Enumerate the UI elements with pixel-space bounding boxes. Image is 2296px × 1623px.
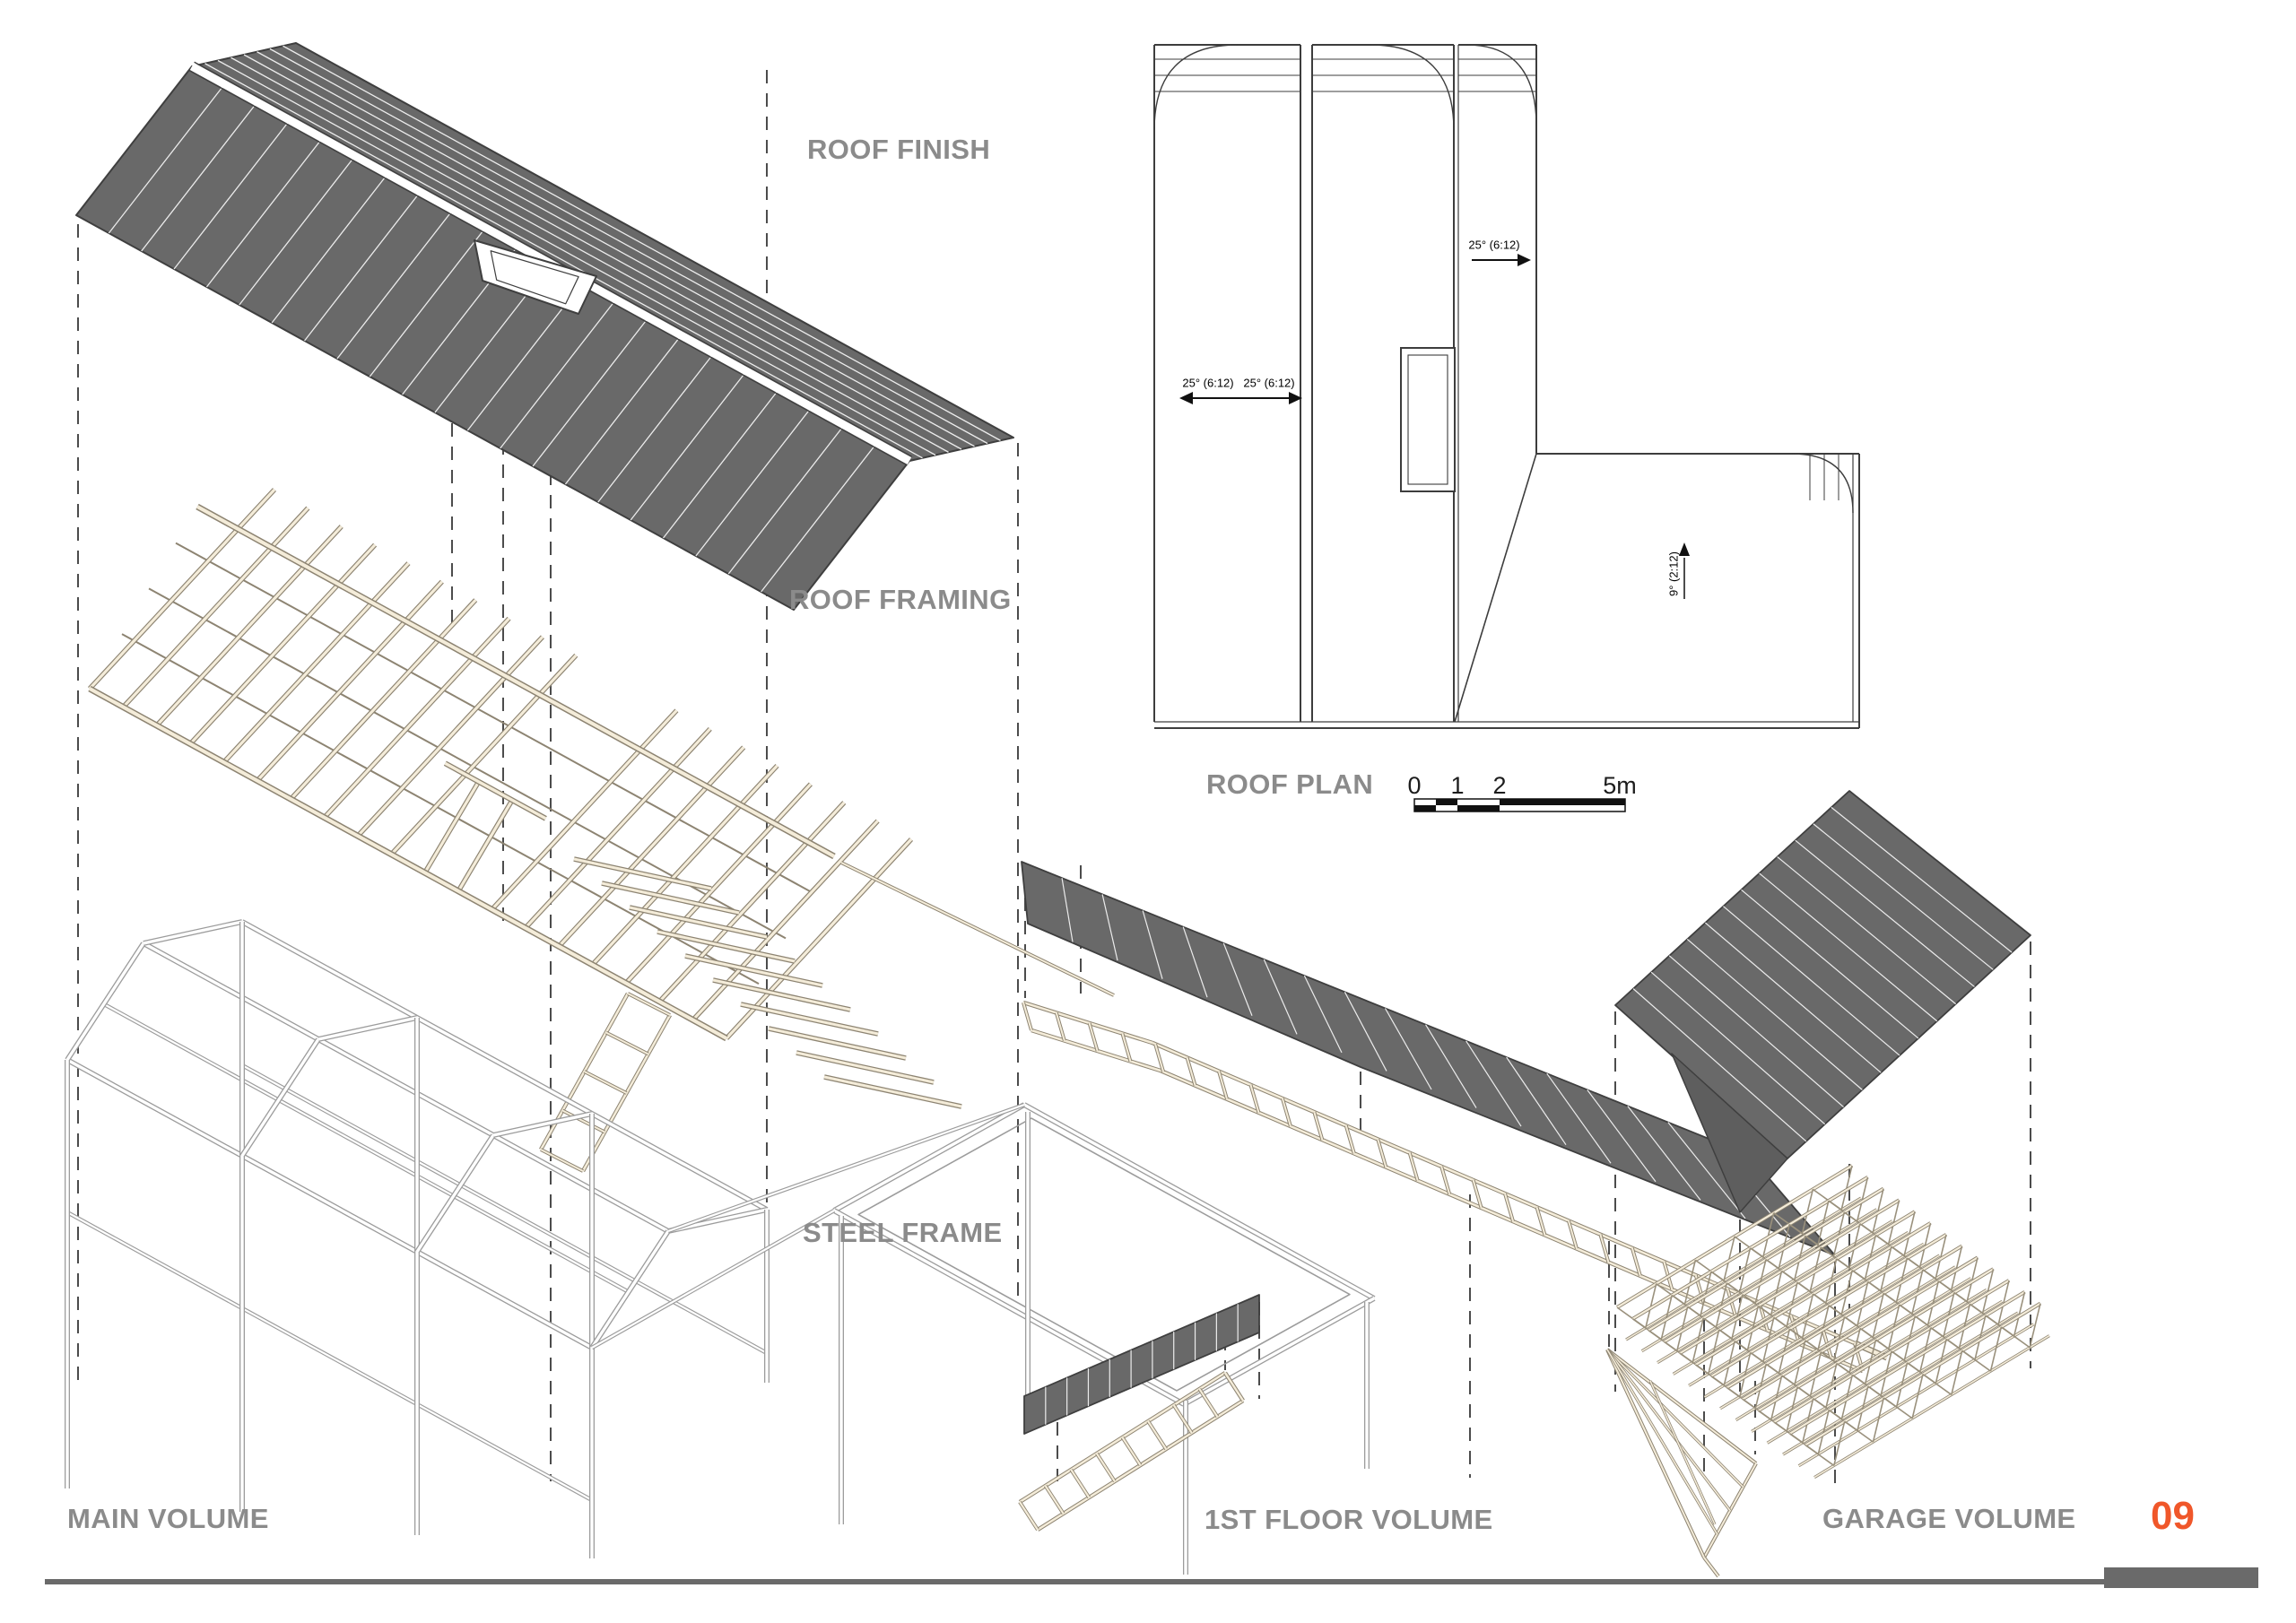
roof-framing-drawing bbox=[87, 488, 1115, 1173]
first-floor-volume-drawing bbox=[1018, 861, 1889, 1532]
scale-tick-1: 1 bbox=[1450, 772, 1465, 799]
scale-bar bbox=[1413, 798, 1626, 812]
garage-volume-label: GARAGE VOLUME bbox=[1822, 1503, 2076, 1534]
slope-annotation-main-left: 25° (6:12) bbox=[1182, 376, 1234, 390]
footer-rule bbox=[45, 1567, 2258, 1588]
first-floor-volume-label: 1ST FLOOR VOLUME bbox=[1205, 1504, 1493, 1535]
roof-finish-label: ROOF FINISH bbox=[807, 134, 991, 165]
slope-annotation-main-right: 25° (6:12) bbox=[1243, 376, 1295, 390]
roof-finish-drawing bbox=[75, 42, 1014, 611]
main-volume-label: MAIN VOLUME bbox=[67, 1503, 269, 1534]
scale-tick-2: 2 bbox=[1492, 772, 1507, 799]
scale-tick-0: 0 bbox=[1407, 772, 1422, 799]
slope-annotation-upper: 25° (6:12) bbox=[1468, 238, 1520, 252]
roof-framing-label: ROOF FRAMING bbox=[789, 584, 1012, 615]
roof-plan-drawing bbox=[1153, 44, 1860, 729]
roof-plan-label: ROOF PLAN bbox=[1206, 768, 1374, 800]
garage-volume-drawing bbox=[1605, 790, 2050, 1578]
steel-frame-label: STEEL FRAME bbox=[803, 1217, 1003, 1248]
slope-arrow-icons bbox=[1179, 254, 1690, 599]
steel-frame-drawing bbox=[65, 919, 1376, 1575]
scale-tick-5m: 5m bbox=[1603, 772, 1637, 799]
page-number: 09 bbox=[2151, 1494, 2195, 1538]
slope-annotation-garage: 9° (2:12) bbox=[1666, 551, 1681, 597]
